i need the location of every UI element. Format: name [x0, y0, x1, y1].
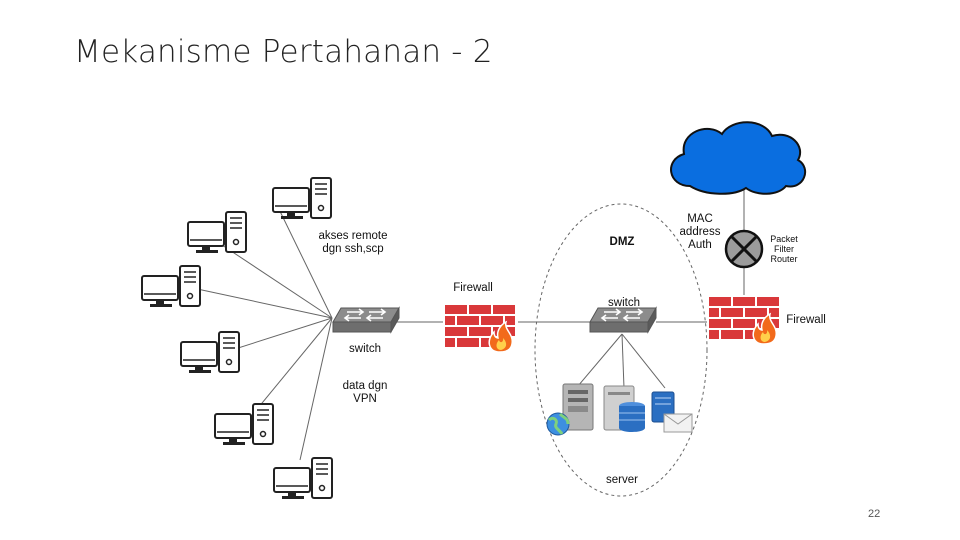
page-number: 22	[868, 508, 881, 520]
vpn-data-label: data dgn VPN	[342, 380, 388, 405]
switch-dmz-label: switch	[608, 297, 640, 309]
cloud-icon	[670, 121, 807, 195]
server-icon	[562, 383, 594, 431]
firewall-icon	[707, 295, 783, 345]
workstation-icon	[272, 177, 332, 220]
workstation-icon	[273, 457, 333, 500]
mail-server-icon	[651, 391, 693, 433]
remote-access-label: akses remote dgn ssh,scp	[318, 230, 388, 255]
router-icon	[724, 229, 764, 269]
dmz-zone	[534, 203, 708, 497]
slide-title: Mekanisme Pertahanan - 2	[74, 34, 493, 70]
switch-left-label: switch	[349, 343, 381, 355]
firewall-icon	[443, 303, 519, 353]
workstation-icon	[214, 403, 274, 446]
workstation-icon	[141, 265, 201, 308]
firewall-left-label: Firewall	[453, 282, 493, 294]
database-icon	[619, 402, 645, 432]
switch-icon	[332, 307, 400, 333]
packet-filter-router-label: Packet Filter Router	[770, 234, 798, 264]
workstation-icon	[180, 331, 240, 374]
firewall-right-label: Firewall	[786, 314, 826, 326]
dmz-label: DMZ	[609, 236, 635, 248]
switch-icon	[589, 307, 657, 333]
mac-auth-label: MAC address Auth	[679, 213, 721, 251]
server-label: server	[606, 474, 638, 486]
globe-icon	[546, 412, 570, 436]
workstation-icon	[187, 211, 247, 254]
